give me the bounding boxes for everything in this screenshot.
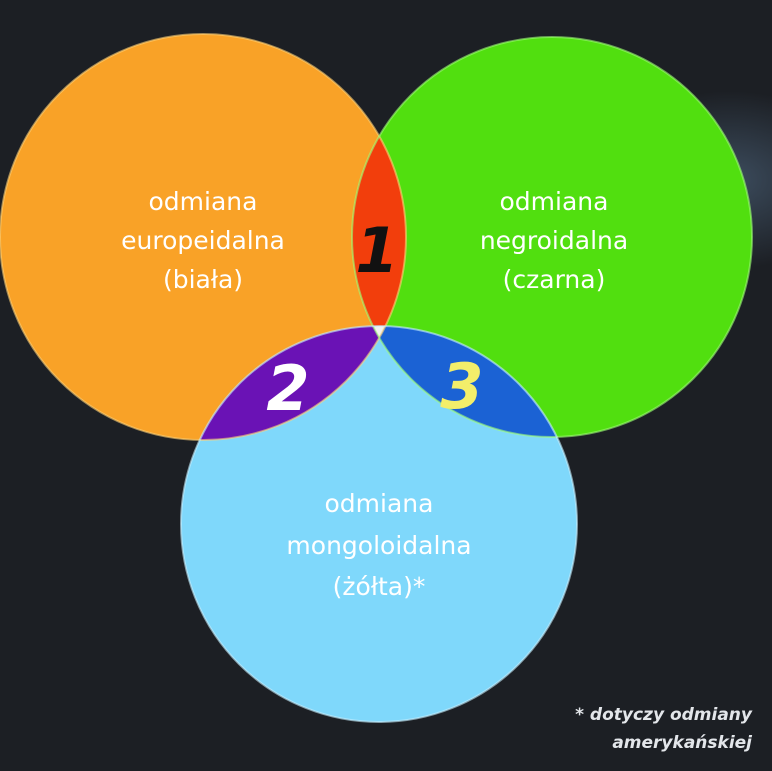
footnote: * dotyczy odmiany amerykańskiej: [532, 701, 752, 757]
footnote-line-2: amerykańskiej: [612, 733, 752, 753]
negroid-label-line-2: negroidalna: [480, 226, 628, 255]
mongoloid-label-line-1: odmiana: [325, 489, 434, 518]
european-label-line-2: europeidalna: [121, 226, 285, 255]
mongoloid-label-line-2: mongoloidalna: [286, 531, 471, 560]
circle-european: [0, 34, 406, 440]
mongoloid-label-line-3: (żółta)*: [333, 572, 426, 601]
negroid-label-line-1: odmiana: [500, 187, 609, 216]
negroid-label-line-3: (czarna): [503, 265, 606, 294]
european-label-line-1: odmiana: [149, 187, 258, 216]
footnote-line-1: * dotyczy odmiany: [575, 705, 752, 725]
circle-negroid-outline: [351, 36, 753, 438]
region-number-1: 1: [355, 214, 398, 287]
circle-negroid: [352, 37, 752, 437]
region-number-3: 3: [440, 350, 483, 423]
circle-european-outline: [0, 33, 407, 441]
region-number-2: 2: [266, 352, 309, 425]
european-label-line-3: (biała): [163, 265, 243, 294]
circle-mongoloid-outline: [180, 325, 578, 723]
